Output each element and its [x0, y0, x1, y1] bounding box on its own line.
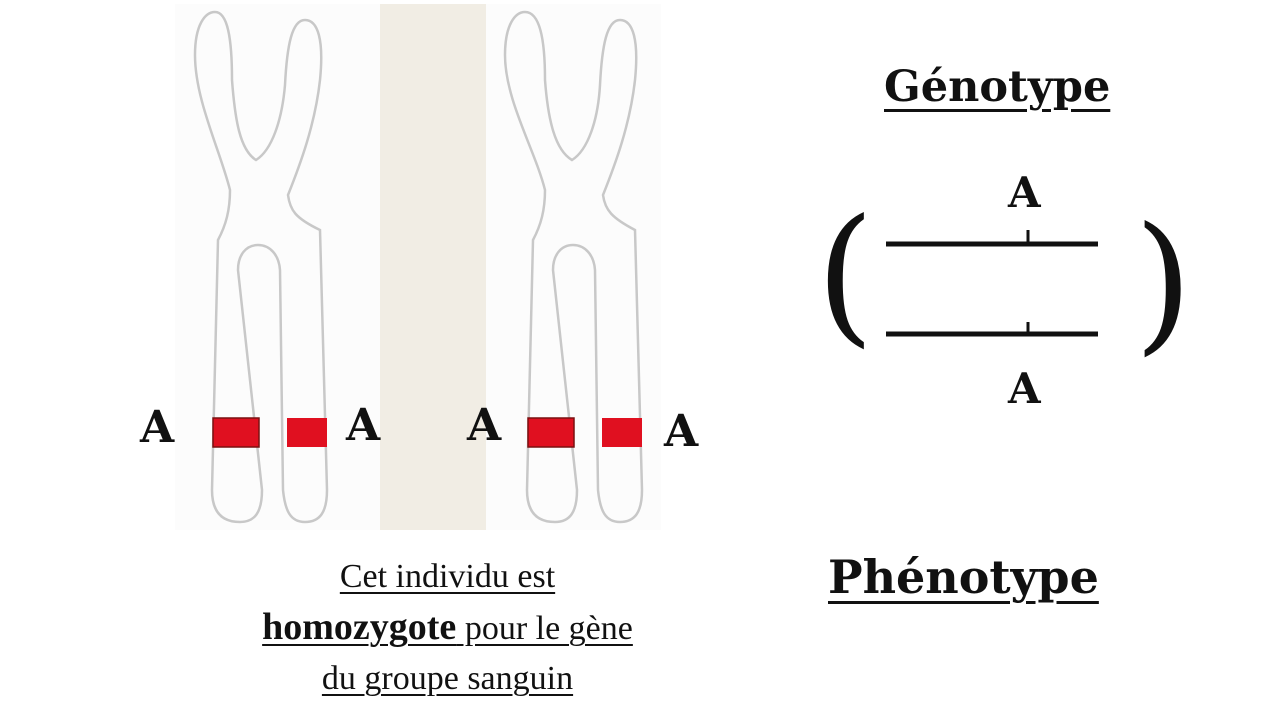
panel-background-left	[175, 4, 380, 530]
genotype-allele-top: A	[1008, 168, 1041, 217]
gene-band-chrom1-right	[287, 418, 327, 447]
caption-line-3-text: du groupe sanguin	[321, 660, 574, 697]
caption-line-1-text: Cet individu est	[339, 558, 556, 595]
genotype-paren-close: )	[1134, 196, 1193, 370]
allele-label-chrom2-left: A	[467, 400, 502, 451]
caption: Cet individu est homozygote pour le gène…	[200, 552, 695, 704]
gene-band-chrom2-right	[602, 418, 642, 447]
chromosome-1-outline	[193, 10, 329, 524]
gene-band-chrom2-left	[527, 417, 575, 448]
caption-bold-word: homozygote	[262, 606, 457, 648]
gene-band-chrom1-left	[212, 417, 260, 448]
caption-line-2: homozygote pour le gène	[200, 602, 695, 654]
caption-line-2-text: pour le gène	[456, 610, 633, 647]
allele-label-chrom1-right: A	[346, 400, 381, 451]
divider-strip	[380, 4, 486, 530]
chromosome-1	[193, 10, 329, 524]
allele-label-chrom1-left: A	[140, 402, 175, 453]
chromosome-2	[503, 10, 644, 524]
caption-line-3: du groupe sanguin	[200, 654, 695, 704]
chromosome-2-outline	[503, 10, 644, 524]
phenotype-title: Phénotype	[828, 550, 1099, 604]
genotype-paren-open: (	[816, 188, 875, 362]
genotype-title: Génotype	[884, 62, 1111, 112]
caption-line-1: Cet individu est	[200, 552, 695, 602]
genotype-allele-bottom: A	[1008, 364, 1041, 413]
allele-label-chrom2-right: A	[664, 406, 699, 457]
